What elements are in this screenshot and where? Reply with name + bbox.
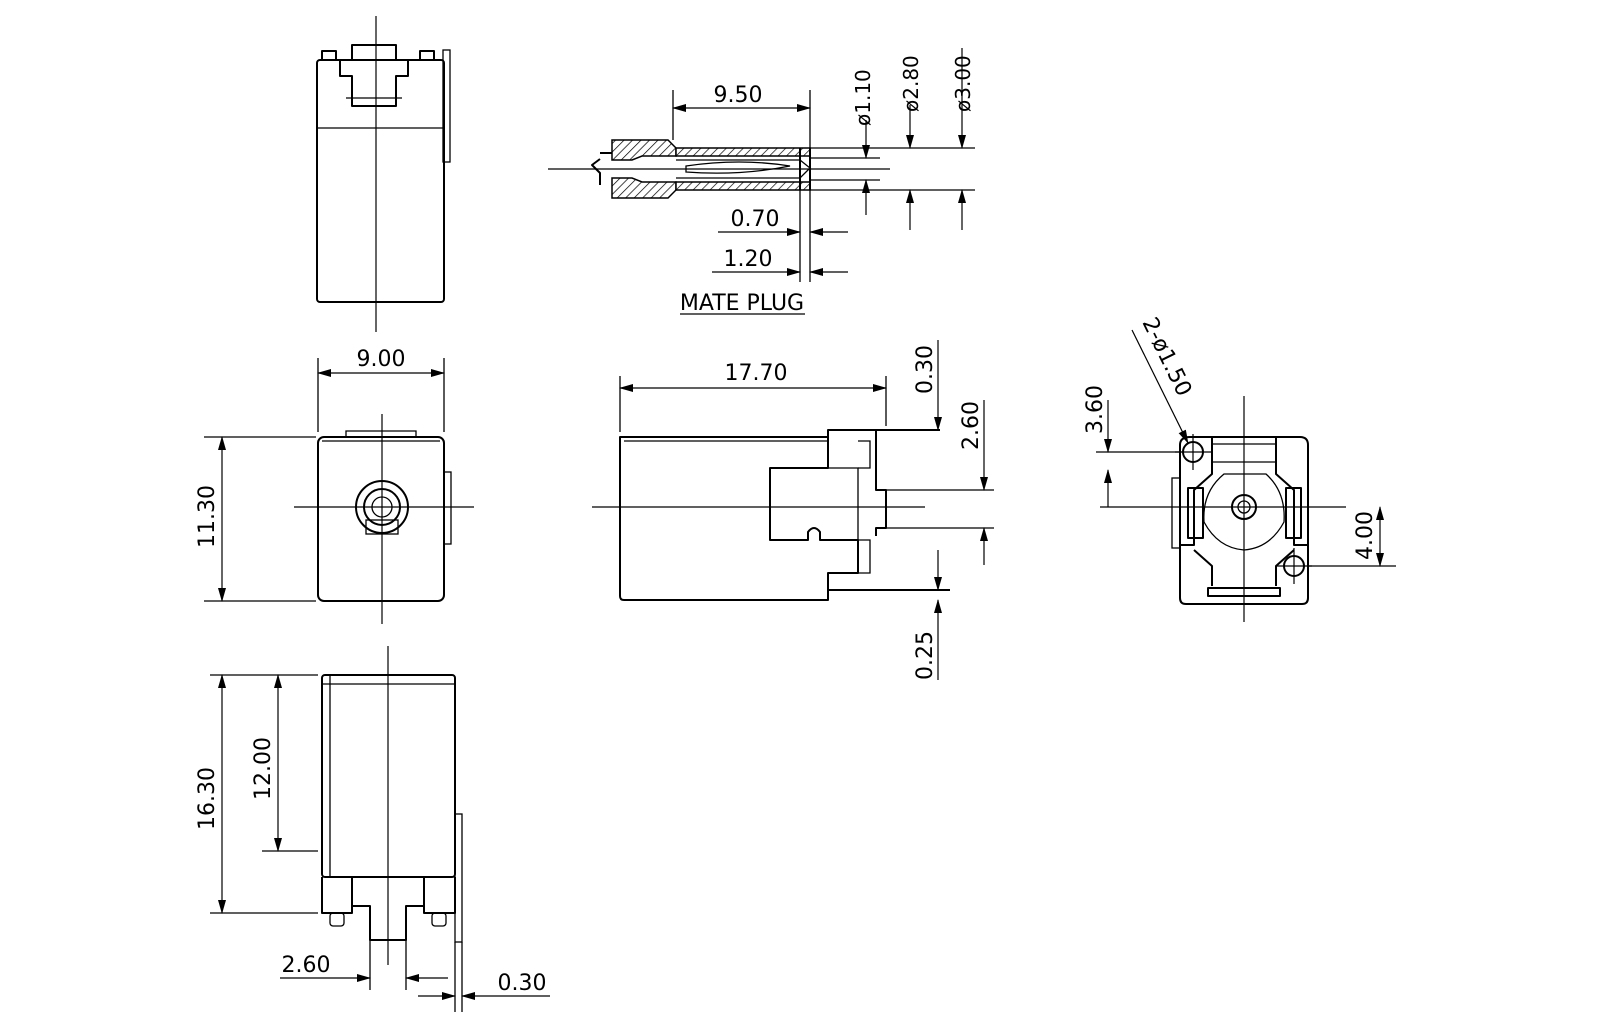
dim-total-height: 16.30 [195,767,220,830]
mate-plug-title: MATE PLUG [680,291,804,316]
front-view: 9.00 11.30 [195,347,474,624]
dim-length: 17.70 [725,361,788,386]
dim-plate-thickness: 0.30 [498,971,547,996]
dim-mate-plug-d2: ø2.80 [899,55,923,112]
dim-hole-x: 4.00 [1353,511,1378,560]
bottom-view: 2-ø1.50 3.60 4.00 [1083,314,1396,622]
dim-mate-plug-length: 9.50 [714,83,763,108]
dim-mate-plug-t2: 1.20 [724,247,773,272]
dim-mate-plug-d3: ø3.00 [951,55,975,112]
dim-top-gap: 0.30 [913,345,938,394]
dim-mate-plug-t1: 0.70 [731,207,780,232]
dim-height: 11.30 [195,485,220,548]
dim-pin-offset: 2.60 [959,401,984,450]
dim-hole-y: 3.60 [1083,385,1108,434]
dim-body-height: 12.00 [251,737,276,800]
dim-pin-width: 2.60 [282,953,331,978]
dim-mate-plug-d1: ø1.10 [851,69,875,126]
lower-side-view: 16.30 12.00 2.60 0.30 [195,646,550,1012]
side-view: 17.70 0.30 2.60 0.25 [592,340,994,680]
top-view [316,16,451,332]
dim-pin-thickness: 0.25 [913,631,938,680]
mate-plug-view: 9.50 ø1.10 ø2.80 ø3.00 0.70 1.20 MATE PL… [548,48,975,316]
dim-width: 9.00 [357,347,406,372]
